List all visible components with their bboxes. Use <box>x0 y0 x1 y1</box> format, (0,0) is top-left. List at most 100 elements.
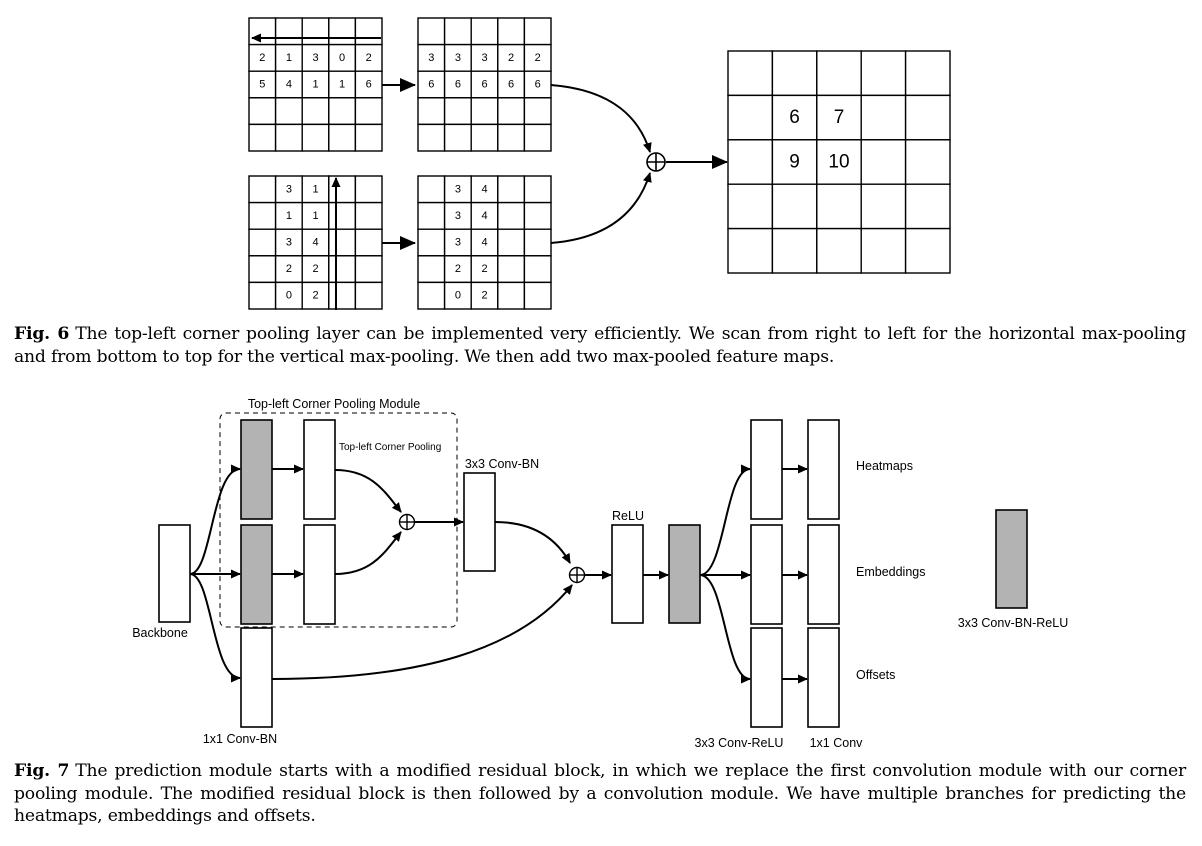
grid-cell <box>470 97 499 126</box>
grid-cell <box>727 50 774 97</box>
grid-cell <box>301 43 330 72</box>
grid-cell <box>274 123 303 152</box>
heatmaps-conv-block <box>807 419 840 520</box>
grid-cell <box>248 123 277 152</box>
grid-cell-value: 10 <box>828 152 849 173</box>
grid-cell <box>354 281 383 310</box>
grid-cell-value: 6 <box>455 79 461 91</box>
figure-7-caption-label: Fig. 7 <box>14 761 70 781</box>
conv-bn-3x3-label: 3x3 Conv-BN <box>465 457 539 471</box>
figure-6-caption-label: Fig. 6 <box>14 324 70 344</box>
grid-cell-value: 2 <box>508 52 514 64</box>
grid-cell <box>904 183 951 230</box>
grid-cell <box>860 94 907 141</box>
grid-cell-value: 3 <box>312 52 318 64</box>
grid-cell <box>727 227 774 274</box>
grid-cell <box>248 201 277 230</box>
grid-cell <box>301 70 330 99</box>
conv-bn-3x3-block <box>463 472 496 572</box>
grid-cell <box>497 255 526 284</box>
conv-to-residual-sum-arrow <box>494 521 571 564</box>
grid-cell <box>417 175 446 204</box>
grid-cell <box>497 175 526 204</box>
top-branch-curve <box>550 84 652 153</box>
grid-cell <box>904 94 951 141</box>
figure-7: Top-left Corner Pooling Module Top-left … <box>132 397 1068 750</box>
grid-cell <box>248 97 277 126</box>
to-heatmaps-branch-arrow <box>699 464 751 576</box>
conv-bn-relu-block-after-relu <box>668 524 701 624</box>
grid-cell-value: 4 <box>312 237 318 249</box>
grid-cell-value: 3 <box>481 52 487 64</box>
grid-cell-value: 2 <box>535 52 541 64</box>
grid-cell <box>301 123 330 152</box>
grid-cell <box>904 227 951 274</box>
grid-cell <box>470 123 499 152</box>
grid-cell <box>523 175 552 204</box>
grid-cell <box>248 17 277 46</box>
grid-cell <box>816 227 862 274</box>
grid-cell <box>354 17 383 46</box>
grid-cell <box>727 94 774 141</box>
grid-cell <box>727 139 774 185</box>
grid-cell <box>354 228 383 257</box>
grid-cell <box>417 281 446 310</box>
grid-cell <box>248 281 277 310</box>
figure-6-caption-text: The top-left corner pooling layer can be… <box>14 324 1186 367</box>
grid-cell <box>860 183 907 230</box>
grid-cell-value: 6 <box>481 79 487 91</box>
conv-bn-relu-block-top <box>240 419 273 520</box>
grid-cell-value: 9 <box>789 152 800 173</box>
grid-cell <box>417 201 446 230</box>
embeddings-label: Embeddings <box>856 565 926 579</box>
grid-cell <box>497 201 526 230</box>
backbone-block <box>158 524 191 623</box>
heatmaps-label: Heatmaps <box>856 459 913 473</box>
grid-cell <box>354 70 383 99</box>
grid-cell <box>727 183 774 230</box>
grid-cell <box>274 228 303 257</box>
grid-cell-value: 6 <box>428 79 434 91</box>
offsets-conv-relu-block <box>750 627 783 728</box>
grid-cell <box>497 97 526 126</box>
grid-cell <box>860 227 907 274</box>
grid-cell <box>816 94 862 141</box>
grid-cell <box>771 50 818 97</box>
grid-cell-value: 2 <box>366 52 372 64</box>
grid-cell <box>354 201 383 230</box>
grid-cell-value: 3 <box>286 183 292 195</box>
skip-to-residual-sum-arrow <box>271 584 573 680</box>
grid-cell <box>354 97 383 126</box>
grid-cell-value: 2 <box>312 290 318 302</box>
grid-cell <box>523 123 552 152</box>
grid-cell-value: 3 <box>455 237 461 249</box>
grid-cell <box>523 228 552 257</box>
grid-cell-value: 1 <box>312 79 318 91</box>
grid-cell-value: 2 <box>259 52 265 64</box>
residual-sum-plus-icon <box>568 566 586 584</box>
grid-cell <box>301 201 330 230</box>
grid-cell <box>443 17 472 46</box>
sum-plus-icon <box>646 152 666 172</box>
grid-cell <box>904 139 951 185</box>
grid-cell <box>301 175 330 204</box>
legend-gray-block <box>995 509 1028 609</box>
grid-cell <box>328 281 357 310</box>
grid-cell-value: 5 <box>259 79 265 91</box>
grid-cell <box>470 255 499 284</box>
grid-cell <box>497 17 526 46</box>
grid-cell <box>328 97 357 126</box>
grid-cell-value: 6 <box>789 107 800 128</box>
grid-cell <box>523 43 552 72</box>
corner-pooling-label: Top-left Corner Pooling <box>339 442 441 453</box>
backbone-to-bottom-arrow <box>189 573 241 683</box>
grid-cell <box>417 228 446 257</box>
grid-cell-value: 3 <box>455 210 461 222</box>
grid-cell <box>328 228 357 257</box>
module-title: Top-left Corner Pooling Module <box>248 397 420 411</box>
